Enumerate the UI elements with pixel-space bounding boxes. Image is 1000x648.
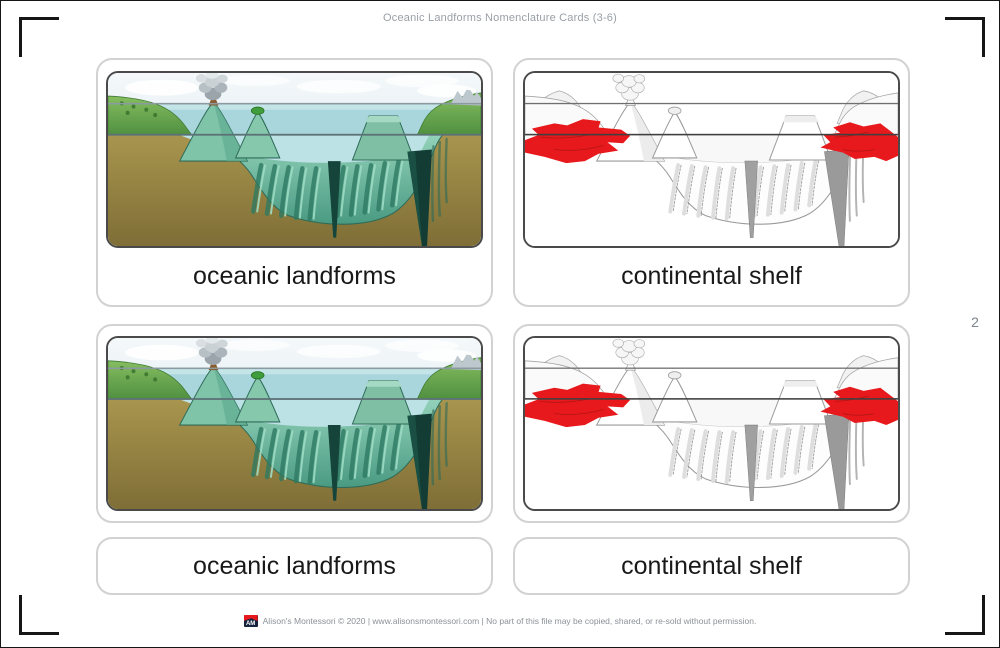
label-card-oceanic-landforms: oceanic landforms	[96, 537, 493, 595]
oceanic-landforms-illustration	[106, 336, 483, 511]
card-label: continental shelf	[621, 262, 802, 290]
logo-letters: AM	[245, 621, 256, 627]
footer: AM Alison's Montessori © 2020 | www.alis…	[1, 615, 999, 627]
crop-mark-bottom-right	[945, 595, 985, 635]
crop-mark-top-right	[945, 17, 985, 57]
alisons-montessori-logo-icon: AM	[243, 615, 258, 627]
page-title: Oceanic Landforms Nomenclature Cards (3-…	[383, 12, 617, 24]
continental-shelf-illustration	[523, 71, 900, 248]
picture-card-oceanic-landforms	[96, 324, 493, 523]
crop-mark-top-left	[19, 17, 59, 57]
oceanic-landforms-illustration	[106, 71, 483, 248]
page-number: 2	[971, 314, 979, 330]
card-label: oceanic landforms	[193, 262, 396, 290]
crop-mark-bottom-left	[19, 595, 59, 635]
card-continental-shelf: continental shelf	[513, 58, 910, 307]
continental-shelf-illustration	[523, 336, 900, 511]
picture-card-continental-shelf	[513, 324, 910, 523]
label-card-continental-shelf: continental shelf	[513, 537, 910, 595]
card-oceanic-landforms: oceanic landforms	[96, 58, 493, 307]
copyright-text: Alison's Montessori © 2020 | www.alisons…	[262, 616, 757, 626]
logo-red-shape	[243, 615, 258, 621]
